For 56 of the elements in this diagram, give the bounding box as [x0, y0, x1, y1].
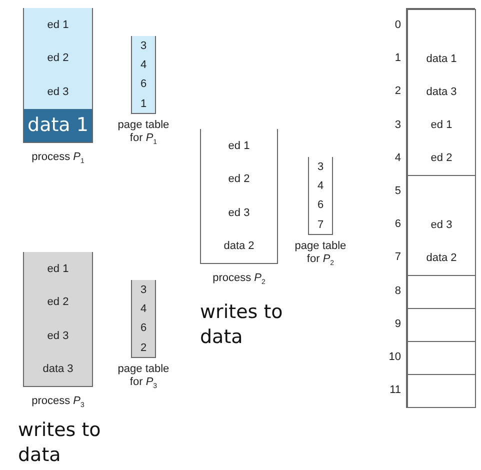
page-box: ed 2 [23, 42, 93, 76]
memory-frame: data 3 [407, 75, 476, 110]
page-table-entry: 4 [308, 176, 333, 197]
page-table-entry: 6 [131, 318, 156, 339]
page-box: ed 3 [200, 196, 278, 230]
memory-frame: data 2 [407, 241, 476, 276]
memory-frame [407, 341, 476, 376]
page-table-caption: page table for P$_{1}$ [116, 118, 170, 148]
process-caption: process P$_{3}$ [30, 394, 86, 411]
process-caption: process P$_{1}$ [30, 150, 86, 167]
frame-number: 3 [394, 118, 401, 131]
page-table-caption: page table for P$_{3}$ [116, 362, 170, 392]
memory-frame: ed 3 [407, 208, 476, 242]
frame-number: 1 [394, 52, 401, 64]
frame-number: 0 [394, 19, 401, 31]
page-table-entry: 7 [308, 214, 333, 236]
page-box: ed 1 [23, 8, 93, 42]
frame-number: 2 [394, 85, 401, 98]
memory-frame [407, 374, 476, 408]
page-table-entry: 3 [131, 36, 156, 56]
note: writes to data [200, 300, 284, 350]
page-table-entry: 1 [131, 94, 156, 114]
page-table-entry: 6 [131, 74, 156, 95]
memory-frame [407, 274, 476, 309]
page-box: ed 1 [23, 252, 93, 286]
page-box: ed 3 [23, 75, 93, 110]
note: writes to data [18, 418, 102, 468]
memory-frame: data 1 [407, 42, 476, 76]
page-table-entry: 3 [308, 157, 333, 178]
frame-number: 11 [388, 384, 401, 396]
memory-frame: ed 2 [407, 142, 476, 176]
page-table-entry: 4 [131, 299, 156, 320]
page-table-entry: 2 [131, 338, 156, 358]
page-box: data 3 [23, 352, 93, 387]
frame-number: 5 [394, 185, 401, 197]
page-box: ed 2 [200, 162, 278, 197]
frame-number: 4 [394, 152, 401, 164]
page-table-entry: 4 [131, 55, 156, 76]
memory-frame: ed 1 [407, 108, 476, 143]
page-table-entry: 6 [308, 196, 333, 216]
frame-number: 6 [394, 218, 401, 230]
frame-number: 7 [394, 251, 401, 264]
process-caption: process P$_{2}$ [212, 272, 266, 288]
page-box: data 2 [200, 230, 278, 264]
page-box: data 1 [23, 108, 93, 143]
memory-frame [407, 308, 476, 342]
page-table-entry: 3 [131, 280, 156, 300]
page-box: ed 3 [23, 319, 93, 354]
page-table-caption: page table for P$_{2}$ [294, 240, 348, 269]
frame-number: 9 [394, 318, 401, 330]
frame-number: 10 [388, 351, 401, 363]
page-box: ed 1 [200, 129, 278, 164]
page-box: ed 2 [23, 286, 93, 320]
memory-frame [407, 9, 476, 44]
memory-frame [407, 175, 476, 210]
frame-number: 8 [394, 284, 401, 297]
